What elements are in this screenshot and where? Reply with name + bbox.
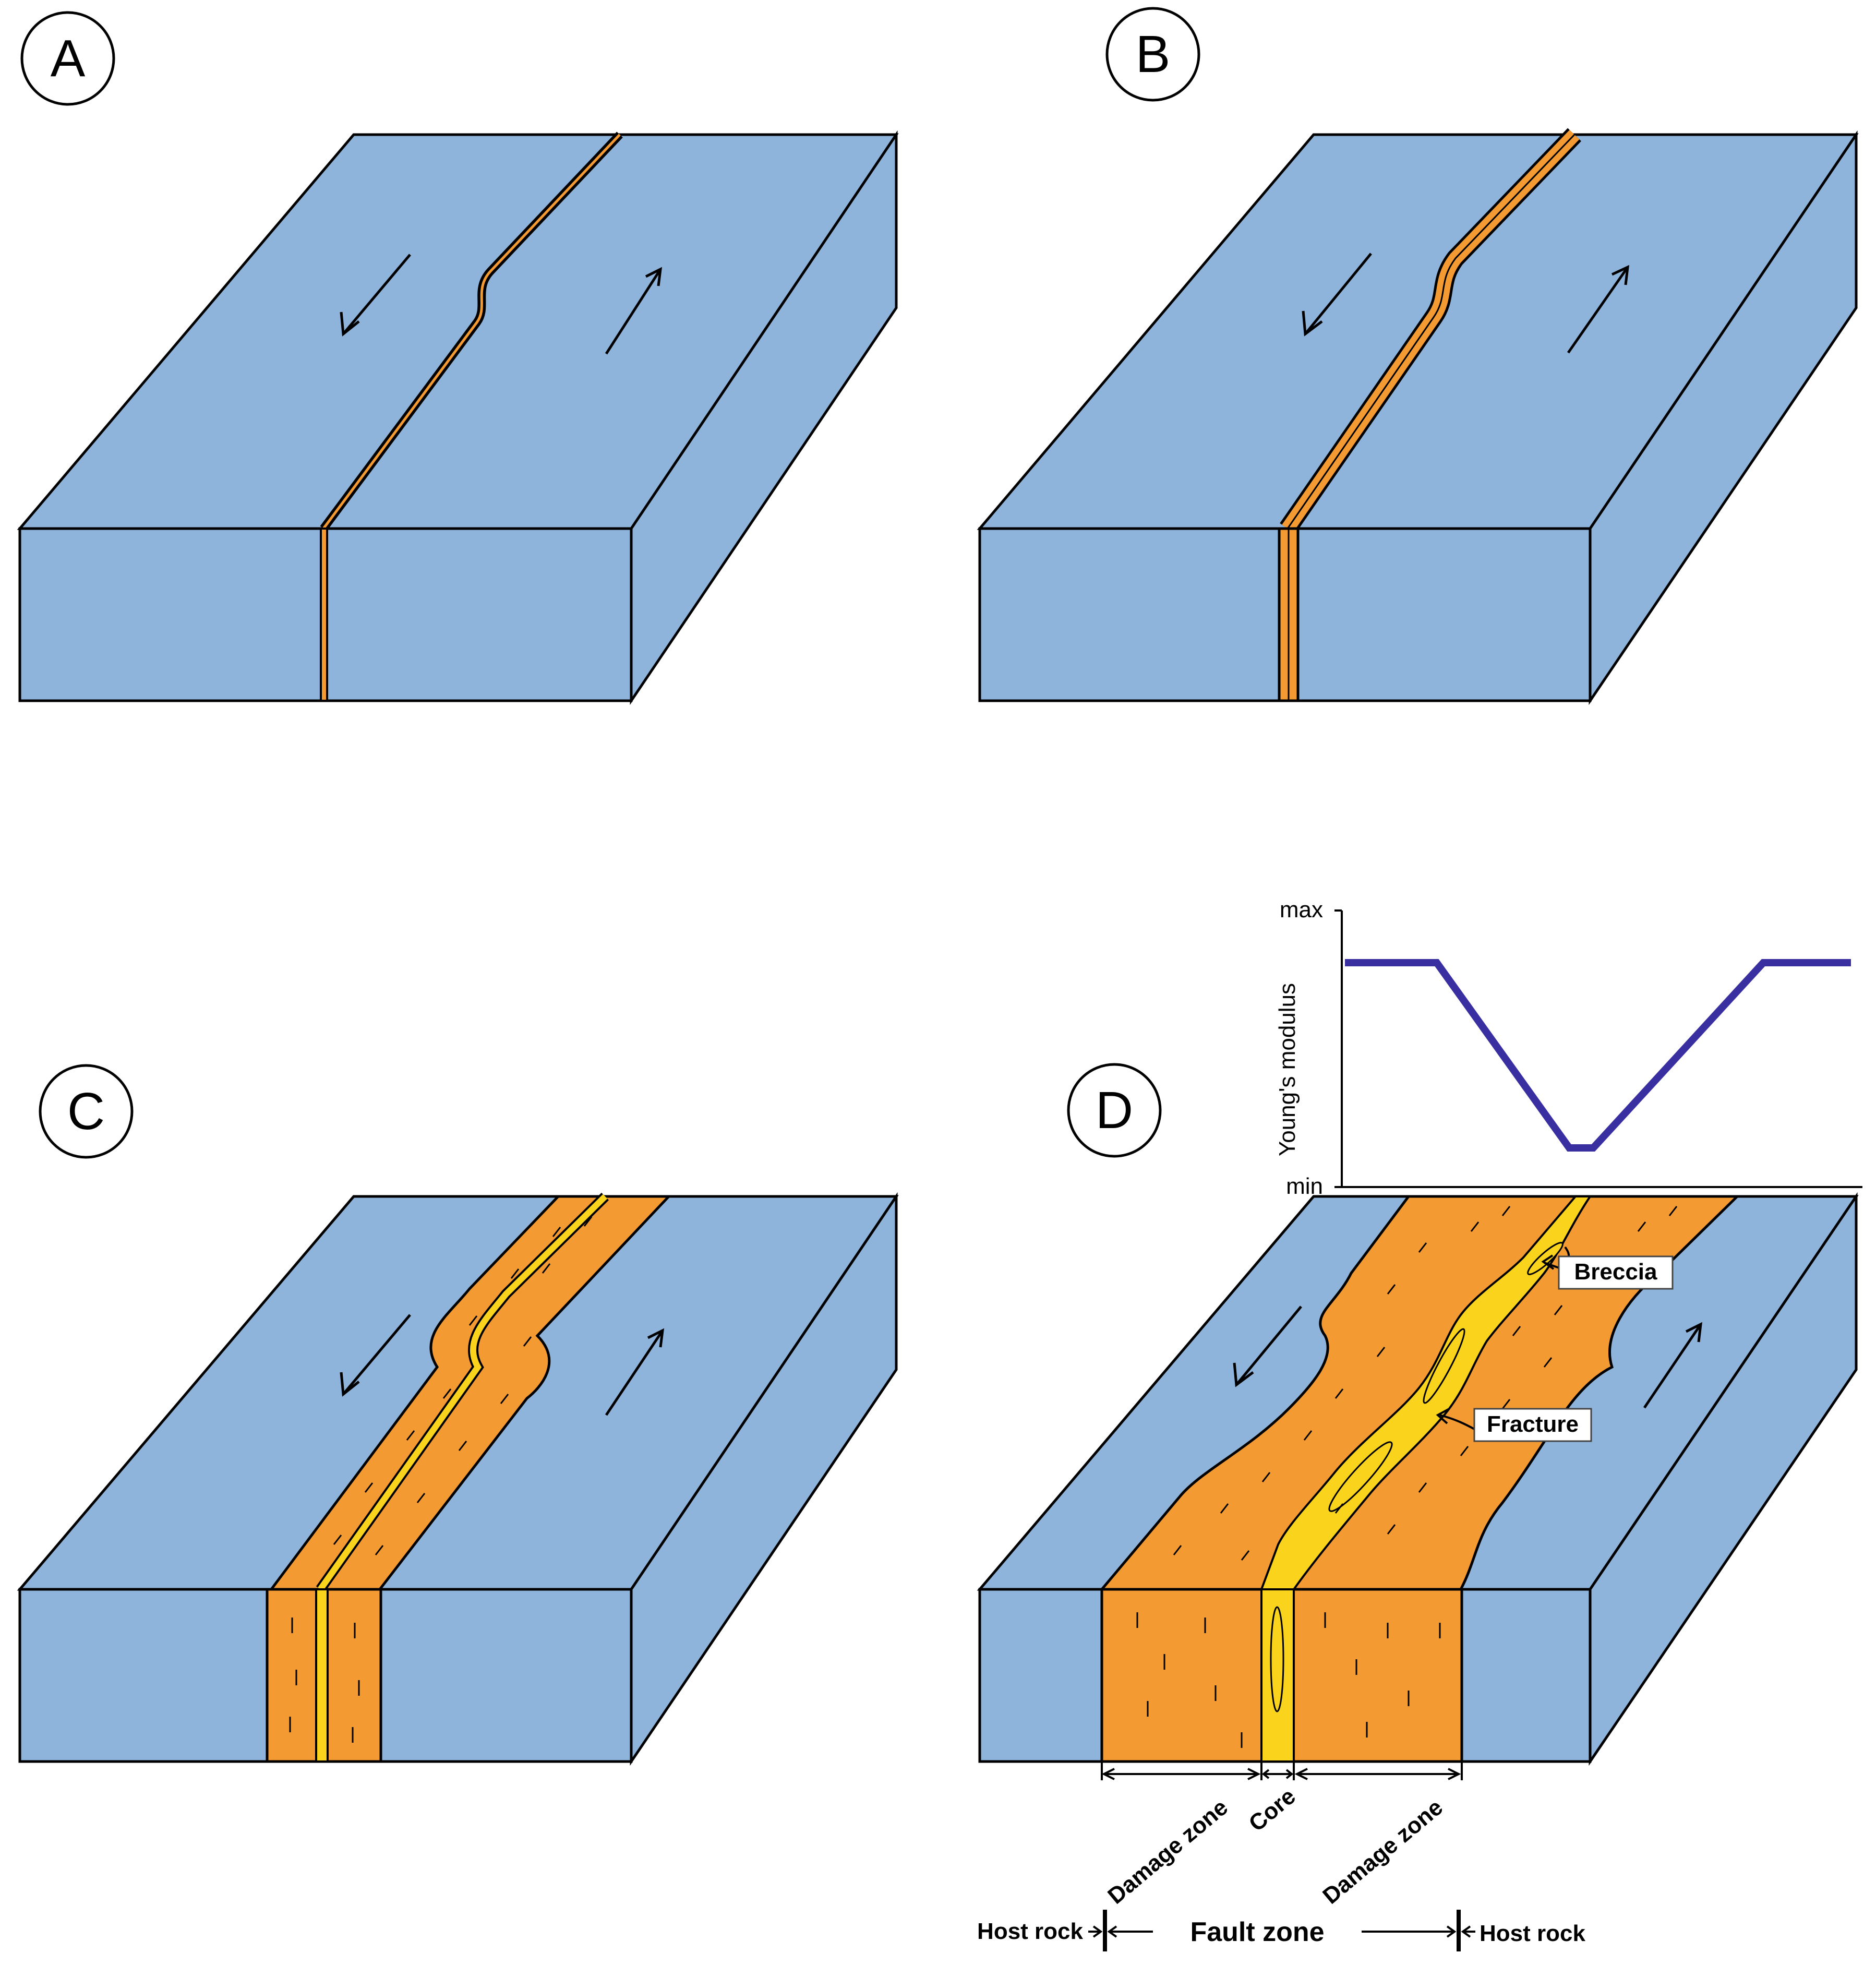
panel-a-letter: A bbox=[51, 29, 86, 88]
damage-zone-c-top bbox=[269, 1195, 672, 1591]
graph-ylabel: Young's modulus bbox=[1274, 983, 1300, 1156]
shear-arrow-right-c bbox=[605, 1328, 665, 1416]
fault-b-slip-plane bbox=[1286, 134, 1576, 529]
breccia-pointer-head bbox=[1541, 1254, 1555, 1270]
damage-zone-right-label: Damage zone bbox=[1318, 1794, 1448, 1909]
breccia-lens-front bbox=[1270, 1606, 1284, 1712]
fault-zone-label: Fault zone bbox=[1190, 1917, 1324, 1947]
youngs-modulus-graph: max min Young's modulus bbox=[1274, 897, 1862, 1199]
fault-a-front bbox=[320, 528, 328, 702]
panel-b-letter: B bbox=[1136, 25, 1171, 83]
fracture-pointer bbox=[1439, 1414, 1476, 1431]
panel-d-letter: D bbox=[1096, 1081, 1133, 1140]
fracture-label: Fracture bbox=[1487, 1411, 1579, 1437]
fault-a-fill bbox=[322, 134, 621, 530]
shear-arrow-left-c bbox=[340, 1314, 411, 1397]
breccia-lens-3 bbox=[1527, 1242, 1564, 1275]
shear-arrow-left-d bbox=[1233, 1305, 1302, 1387]
panel-c-badge bbox=[39, 1064, 134, 1159]
panel-b-badge bbox=[1105, 7, 1200, 102]
fracture-pointer-head bbox=[1436, 1408, 1450, 1424]
youngs-modulus-curve bbox=[1345, 959, 1851, 1152]
breccia-label-box bbox=[1558, 1255, 1674, 1290]
core-label: Core bbox=[1244, 1783, 1301, 1837]
host-rock-right-label: Host rock bbox=[1480, 1921, 1585, 1946]
shear-arrow-right-b bbox=[1567, 265, 1630, 354]
panel-c: C bbox=[17, 1064, 899, 1766]
breccia-lens-1 bbox=[1328, 1441, 1393, 1512]
shear-arrow-right-d bbox=[1643, 1322, 1703, 1409]
host-rock-left-label: Host rock bbox=[977, 1919, 1083, 1944]
panel-a: A bbox=[17, 11, 899, 705]
damage-fractures-c bbox=[289, 1216, 593, 1743]
panel-d-badge bbox=[1067, 1063, 1162, 1158]
damage-zone-left-label: Damage zone bbox=[1103, 1794, 1233, 1909]
shear-arrow-left-b bbox=[1302, 253, 1372, 337]
fault-zone-extent bbox=[1088, 1910, 1475, 1951]
fracture-label-box bbox=[1473, 1408, 1592, 1442]
breccia-callout: Breccia bbox=[1541, 1246, 1674, 1290]
panel-c-letter: C bbox=[67, 1082, 105, 1141]
shear-arrow-left-a bbox=[340, 254, 411, 337]
block-b bbox=[977, 130, 1859, 705]
core-c-front bbox=[315, 1588, 329, 1763]
zone-dimension-lines bbox=[1101, 1762, 1463, 1780]
block-a bbox=[17, 130, 899, 705]
damage-fractures-d bbox=[1136, 1206, 1678, 1748]
panel-a-badge bbox=[20, 11, 115, 106]
graph-ymin-label: min bbox=[1286, 1173, 1323, 1199]
breccia-lens-2 bbox=[1423, 1328, 1465, 1404]
fracture-callout: Fracture bbox=[1436, 1408, 1592, 1442]
core-c-fill bbox=[318, 1194, 608, 1591]
breccia-label: Breccia bbox=[1574, 1259, 1657, 1285]
breccia-lenses bbox=[1270, 1242, 1564, 1712]
panel-b: B bbox=[977, 7, 1859, 705]
graph-ymax-label: max bbox=[1280, 897, 1323, 922]
panel-d: D max min Young's modulus bbox=[977, 897, 1862, 1951]
shear-arrow-right-a bbox=[605, 267, 663, 355]
